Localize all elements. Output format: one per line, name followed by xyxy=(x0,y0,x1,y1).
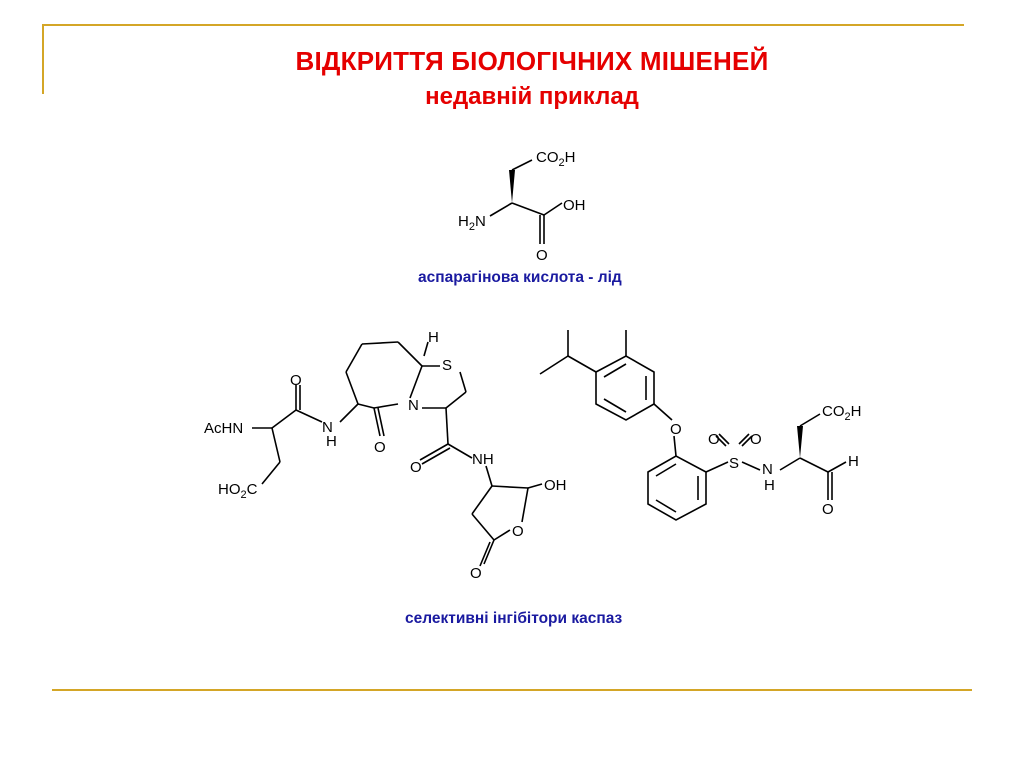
svg-text:H2N: H2N xyxy=(458,213,486,233)
bicyclic-inhibitor-labels: AcHN O N H O N S H O NH OH O O HO2C xyxy=(204,329,567,582)
svg-text:O: O xyxy=(290,372,302,389)
svg-text:S: S xyxy=(442,357,452,374)
svg-text:H: H xyxy=(764,477,775,494)
frame-left-line xyxy=(42,24,44,94)
slide-title: ВІДКРИТТЯ БІОЛОГІЧНИХ МІШЕНЕЙ xyxy=(295,46,769,76)
svg-text:O: O xyxy=(670,421,682,438)
caption-caspase-inhibitors: селективні інгібітори каспаз xyxy=(405,610,623,627)
svg-text:H: H xyxy=(848,453,859,470)
svg-text:CO2H: CO2H xyxy=(822,403,861,423)
frame-bottom-line xyxy=(52,689,972,691)
svg-text:NH: NH xyxy=(472,451,494,468)
svg-text:S: S xyxy=(729,455,739,472)
svg-text:H: H xyxy=(428,329,439,346)
sulfonamide-inhibitor-structure xyxy=(539,330,847,521)
svg-text:O: O xyxy=(374,439,386,456)
svg-text:N: N xyxy=(322,419,333,436)
slide-subtitle: недавній приклад xyxy=(425,83,639,110)
sulfonamide-inhibitor-labels: O O O S N H CO2H H O xyxy=(670,403,861,518)
svg-text:O: O xyxy=(536,247,548,264)
svg-text:H: H xyxy=(326,433,337,450)
aspartic-acid-structure xyxy=(489,159,563,244)
svg-text:OH: OH xyxy=(544,477,567,494)
svg-text:O: O xyxy=(512,523,524,540)
svg-text:AcHN: AcHN xyxy=(204,420,243,437)
svg-text:N: N xyxy=(408,397,419,414)
svg-text:OH: OH xyxy=(563,197,586,214)
caption-lead-compound: аспарагінова кислота - лід xyxy=(418,269,622,286)
bicyclic-inhibitor-structure xyxy=(252,341,543,567)
svg-text:O: O xyxy=(822,501,834,518)
svg-text:O: O xyxy=(708,431,720,448)
frame-top-line xyxy=(42,24,964,26)
svg-text:HO2C: HO2C xyxy=(218,481,258,501)
svg-text:N: N xyxy=(762,461,773,478)
svg-text:O: O xyxy=(410,459,422,476)
svg-text:CO2H: CO2H xyxy=(536,149,575,169)
svg-text:O: O xyxy=(470,565,482,582)
svg-text:O: O xyxy=(750,431,762,448)
aspartic-acid-labels: CO2H OH H2N O xyxy=(458,149,586,264)
